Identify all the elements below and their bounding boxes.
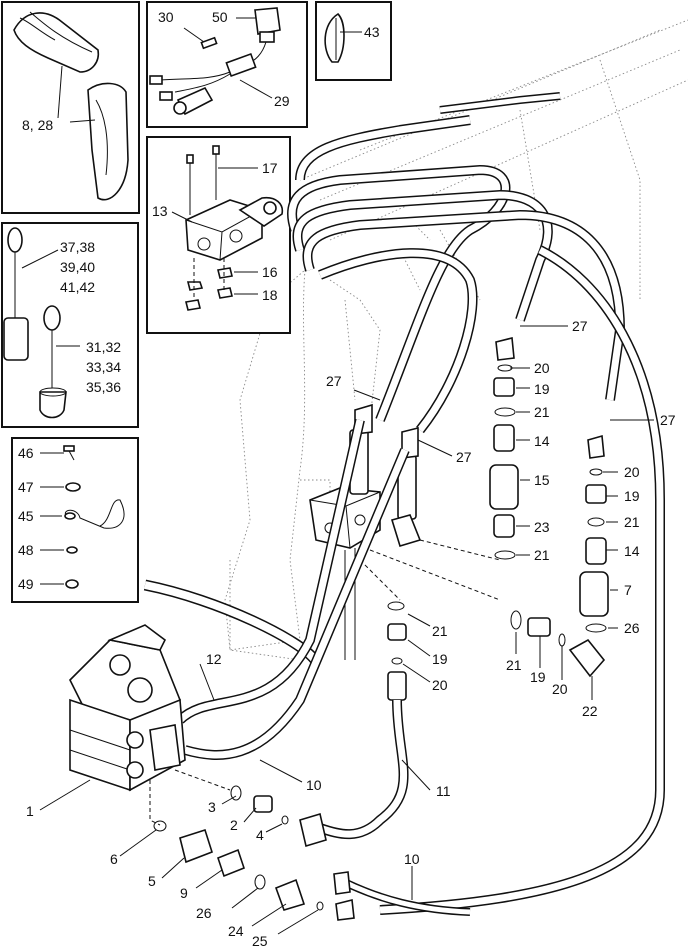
callout-24: 24 — [228, 923, 244, 939]
callout-49: 49 — [18, 576, 34, 592]
callout-11: 11 — [436, 783, 451, 799]
callout-21-a: 21 — [534, 404, 550, 420]
callout-43: 43 — [364, 24, 380, 40]
callout-19-b: 19 — [624, 488, 640, 504]
callout-20-c: 20 — [432, 677, 448, 693]
panel-hardware: 46 47 45 48 49 — [11, 437, 139, 603]
callout-6: 6 — [110, 851, 118, 867]
callout-25: 25 — [252, 933, 268, 949]
callout-47: 47 — [18, 479, 34, 495]
callout-30: 30 — [158, 9, 174, 25]
panel-hose-sleeve: 8, 28 — [1, 1, 140, 214]
callout-31-32: 31,32 — [86, 339, 121, 355]
callout-10-b: 10 — [404, 851, 420, 867]
callout-15: 15 — [534, 472, 550, 488]
callout-21-d: 21 — [432, 623, 448, 639]
callout-37-38: 37,38 — [60, 239, 95, 255]
callout-39-40: 39,40 — [60, 259, 95, 275]
callout-21-b: 21 — [534, 547, 550, 563]
leader-lines — [39, 325, 654, 935]
callout-27-right: 27 — [660, 412, 676, 428]
panel-weights: 37,38 39,40 41,42 31,32 33,34 35,36 — [1, 222, 139, 428]
callout-18: 18 — [262, 287, 278, 303]
callout-45: 45 — [18, 508, 34, 524]
callout-7: 7 — [624, 582, 632, 598]
callout-14-a: 14 — [534, 433, 550, 449]
callout-19-c: 19 — [432, 651, 448, 667]
hoses-lower — [143, 418, 471, 916]
callout-21-c: 21 — [624, 514, 640, 530]
callout-29: 29 — [274, 93, 290, 109]
callout-26-a: 26 — [624, 620, 640, 636]
callout-27-left: 27 — [326, 373, 342, 389]
callout-27-upper-right: 27 — [572, 318, 588, 334]
callout-19-a: 19 — [534, 381, 550, 397]
callout-20-a: 20 — [534, 360, 550, 376]
fittings-lower — [153, 785, 355, 921]
callout-46: 46 — [18, 445, 34, 461]
callout-labels: 27 27 27 27 20 19 21 14 15 23 21 20 19 2… — [26, 318, 676, 949]
callout-9: 9 — [180, 885, 188, 901]
callout-17: 17 — [262, 160, 278, 176]
callout-27-centre: 27 — [456, 449, 472, 465]
callout-13: 13 — [152, 203, 168, 219]
callout-14-b: 14 — [624, 543, 640, 559]
callout-41-42: 41,42 — [60, 279, 95, 295]
hose-11 — [299, 671, 409, 848]
callout-35-36: 35,36 — [86, 379, 121, 395]
panel-strap: 43 — [315, 1, 392, 81]
control-valve — [69, 624, 231, 826]
callout-23: 23 — [534, 519, 550, 535]
callout-20-d: 20 — [552, 681, 568, 697]
callout-1: 1 — [26, 803, 34, 819]
panel-solenoid-valve: 17 13 16 18 — [146, 136, 291, 334]
panel-wire-harness: 30 50 29 — [146, 1, 308, 128]
callout-5: 5 — [148, 873, 156, 889]
callout-12: 12 — [206, 651, 222, 667]
callout-8-28: 8, 28 — [22, 117, 53, 133]
callout-3: 3 — [208, 799, 216, 815]
callout-4: 4 — [256, 827, 264, 843]
fittings-right — [387, 336, 609, 678]
callout-26-b: 26 — [196, 905, 212, 921]
callout-19-d: 19 — [530, 669, 546, 685]
callout-10-a: 10 — [306, 777, 322, 793]
callout-33-34: 33,34 — [86, 359, 121, 375]
hose-bundle — [287, 92, 665, 915]
callout-48: 48 — [18, 542, 34, 558]
callout-50: 50 — [212, 9, 228, 25]
callout-20-b: 20 — [624, 464, 640, 480]
callout-16: 16 — [262, 264, 278, 280]
callout-21-e: 21 — [506, 657, 522, 673]
callout-2: 2 — [230, 817, 238, 833]
callout-22: 22 — [582, 703, 598, 719]
